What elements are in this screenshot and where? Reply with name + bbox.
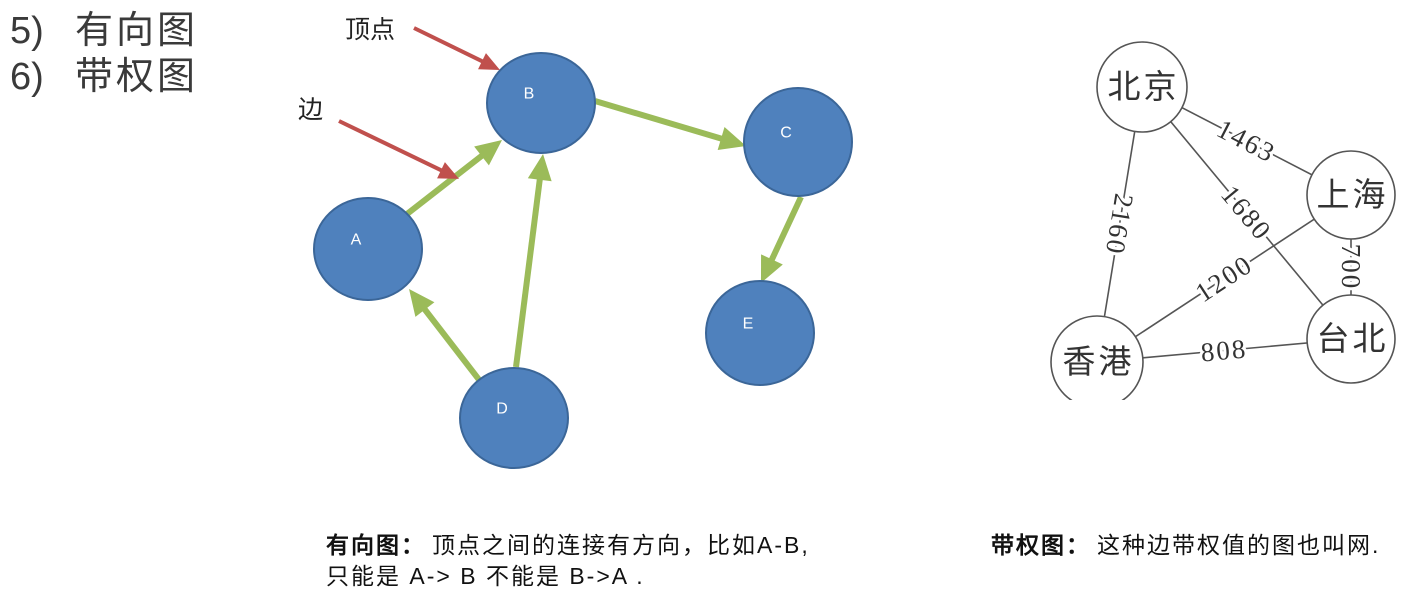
directed-edge-c-to-e: [760, 195, 804, 283]
city-label: 台北: [1317, 321, 1389, 358]
topic-list: 5) 有向图 6) 带权图: [10, 8, 198, 100]
topic-number: 6): [10, 56, 44, 98]
topic-title: 有向图: [75, 10, 199, 52]
edge-annotation-label: 边: [298, 96, 323, 124]
edge-weight-label: 700: [1336, 244, 1366, 291]
caption-text: 顶点之间的连接有方向，比如A-B,: [432, 532, 810, 558]
city-node: 北京: [1096, 41, 1188, 133]
city-circle: [1050, 315, 1144, 400]
city-node: 台北: [1306, 294, 1396, 384]
edge-annotation-arrow: [338, 119, 460, 179]
edge-weight-label: 1680: [1215, 180, 1278, 247]
caption-line: 有向图：顶点之间的连接有方向，比如A-B,: [326, 530, 810, 561]
directed-vertices: A B C D E: [313, 52, 853, 469]
vertex-d: D: [459, 367, 569, 469]
city-label: 北京: [1108, 69, 1180, 106]
topic-item-weighted-graph: 6) 带权图: [10, 54, 198, 100]
directed-edges: [405, 98, 804, 383]
city-node: 上海: [1306, 150, 1396, 240]
weighted-graph-caption: 带权图：这种边带权值的图也叫网.: [991, 530, 1380, 561]
directed-graph-caption: 有向图：顶点之间的连接有方向，比如A-B, 只能是 A-> B 不能是 B->A…: [326, 530, 810, 592]
directed-edge-d-to-a: [409, 288, 483, 383]
vertex-circle: [313, 197, 423, 301]
vertex-label: A: [351, 232, 362, 249]
directed-edge-d-to-b: [513, 153, 552, 368]
edge-weight-label: 1463: [1212, 113, 1281, 168]
vertex-circle: [459, 367, 569, 469]
topic-number: 5): [10, 10, 44, 52]
caption-term: 带权图：: [991, 532, 1091, 558]
vertex-annotation-label: 顶点: [345, 16, 395, 44]
vertex-annotation-arrow: [413, 26, 500, 71]
topic-item-directed-graph: 5) 有向图: [10, 8, 198, 54]
edge-weight-label: 808: [1199, 333, 1248, 367]
caption-term: 有向图：: [326, 532, 426, 558]
caption-line: 带权图：这种边带权值的图也叫网.: [991, 530, 1380, 561]
caption-text: 这种边带权值的图也叫网.: [1097, 532, 1381, 558]
vertex-label: C: [780, 125, 792, 142]
topic-title: 带权图: [75, 56, 199, 98]
city-circle: [1306, 150, 1396, 240]
vertex-c: C: [743, 87, 853, 197]
edge-weight-label: 2160: [1100, 191, 1140, 257]
city-label: 上海: [1317, 177, 1389, 214]
vertex-annotation: 顶点: [345, 16, 500, 71]
caption-line: 只能是 A-> B 不能是 B->A .: [326, 561, 810, 592]
city-node: 香港: [1050, 315, 1144, 400]
directed-graph: A B C D E 顶点 边: [298, 16, 853, 469]
vertex-e: E: [705, 280, 815, 386]
weighted-edge: [1141, 86, 1352, 340]
directed-edge-b-to-c: [594, 98, 747, 151]
city-circle: [1096, 41, 1188, 133]
edge-weight-label: 1200: [1190, 249, 1258, 308]
weighted-edge: [1096, 194, 1352, 363]
city-circle: [1306, 294, 1396, 384]
vertex-a: A: [313, 197, 423, 301]
city-label: 香港: [1063, 345, 1135, 381]
vertex-label: B: [524, 86, 535, 103]
vertex-b: B: [486, 52, 596, 154]
caption-text: 只能是 A-> B 不能是 B->A .: [326, 563, 645, 589]
vertex-circle: [705, 280, 815, 386]
edge-annotation: 边: [298, 96, 460, 179]
vertex-circle: [743, 87, 853, 197]
vertex-label: D: [496, 401, 508, 418]
vertex-circle: [486, 52, 596, 154]
directed-edge-a-to-b: [405, 139, 503, 217]
vertex-label: E: [743, 316, 754, 333]
